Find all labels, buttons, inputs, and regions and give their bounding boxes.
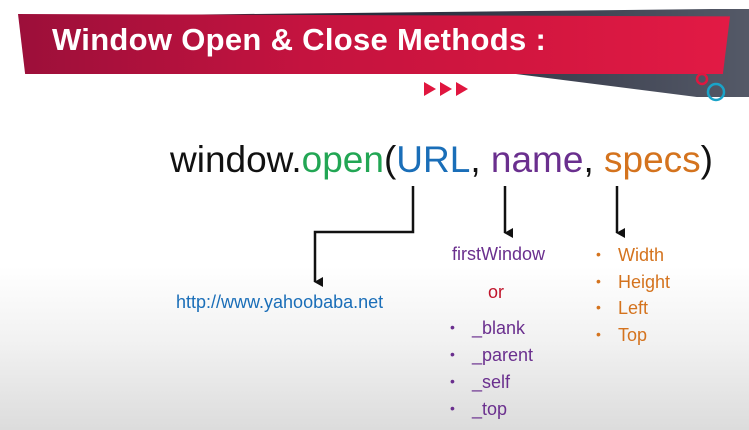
list-item: • Width xyxy=(596,242,670,269)
syntax-method: open xyxy=(301,139,384,180)
list-item: • _top xyxy=(450,395,533,422)
name-options-list: • _blank • _parent • _self • _top xyxy=(450,314,533,422)
specs-option: Height xyxy=(618,271,671,292)
syntax-param-name: name xyxy=(490,139,584,180)
list-item: • Left xyxy=(596,295,670,322)
specs-options-list: • Width • Height • Left • Top xyxy=(596,242,670,348)
slide-title: Window Open & Close Methods : xyxy=(52,22,547,57)
syntax-open-paren: ( xyxy=(383,139,397,180)
bullet-icon: • xyxy=(596,272,601,289)
bullet-icon: • xyxy=(450,346,455,362)
syntax-separator: , xyxy=(583,139,604,180)
specs-option: Top xyxy=(618,324,648,345)
bullet-icon: • xyxy=(596,325,601,342)
list-item: • _parent xyxy=(450,341,533,368)
syntax-param-specs: specs xyxy=(604,139,701,180)
url-example: http://www.yahoobaba.net xyxy=(176,292,384,312)
bullet-icon: • xyxy=(450,373,455,389)
list-item: • _blank xyxy=(450,314,533,341)
circles-icon xyxy=(695,72,726,102)
syntax-object: window. xyxy=(170,139,302,180)
syntax-separator: , xyxy=(470,139,491,180)
bullet-icon: • xyxy=(596,246,601,262)
bullet-icon: • xyxy=(596,299,601,315)
name-option: _parent xyxy=(472,345,534,365)
url-arrow xyxy=(313,186,415,287)
bullet-icon: • xyxy=(450,319,455,335)
list-item: • _self xyxy=(450,368,533,395)
name-first-window: firstWindow xyxy=(452,244,546,264)
list-item: • Height xyxy=(596,269,670,296)
syntax-line: window.open(URL, name, specs) xyxy=(170,139,713,181)
name-or-label: or xyxy=(488,282,505,302)
specs-option: Width xyxy=(618,245,665,265)
list-item: • Top xyxy=(596,322,670,349)
specs-option: Left xyxy=(618,298,649,318)
syntax-close-paren: ) xyxy=(700,139,713,180)
name-option: _self xyxy=(472,372,511,392)
title-banner xyxy=(18,14,730,74)
name-option: _top xyxy=(472,399,508,419)
syntax-param-url: URL xyxy=(396,139,471,180)
bullet-icon: • xyxy=(450,400,455,416)
play-arrows-icon xyxy=(424,82,468,96)
name-option: _blank xyxy=(472,318,526,338)
